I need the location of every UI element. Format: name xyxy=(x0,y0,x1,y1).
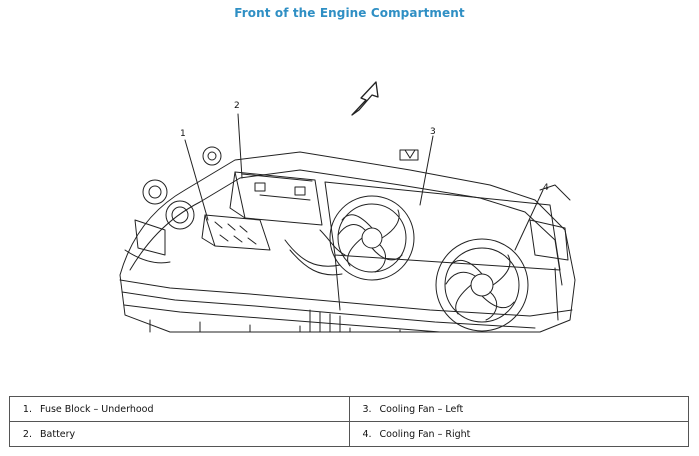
callout-4: 4 xyxy=(543,183,549,193)
legend-cell: 1. Fuse Block – Underhood xyxy=(9,396,350,422)
legend-cell: 3. Cooling Fan – Left xyxy=(348,396,690,422)
battery-shape xyxy=(234,171,323,226)
callout-1: 1 xyxy=(180,129,186,139)
legend-label: Cooling Fan – Right xyxy=(379,428,471,440)
cooling-fan-right-shape xyxy=(435,238,529,332)
page-title: Front of the Engine Compartment xyxy=(234,6,465,20)
legend-number: 3. xyxy=(362,403,372,415)
cooling-fan-left-shape xyxy=(329,195,415,281)
front-arrow-icon xyxy=(351,81,379,116)
legend-row: 2. Battery 4. Cooling Fan – Right xyxy=(9,421,690,447)
callout-2: 2 xyxy=(234,101,240,111)
fuse-block-shape xyxy=(204,214,271,251)
body-outline xyxy=(119,151,576,333)
legend-label: Battery xyxy=(40,428,76,440)
legend-cell: 2. Battery xyxy=(9,421,350,447)
legend-number: 4. xyxy=(362,428,372,440)
legend-number: 2. xyxy=(22,428,32,440)
callout-3: 3 xyxy=(430,127,436,137)
legend-label: Fuse Block – Underhood xyxy=(40,403,154,415)
legend-row: 1. Fuse Block – Underhood 3. Cooling Fan –… xyxy=(9,396,690,422)
legend-cell: 4. Cooling Fan – Right xyxy=(348,421,690,447)
legend-number: 1. xyxy=(22,403,32,415)
legend-label: Cooling Fan – Left xyxy=(379,403,464,415)
engine-compartment-illustration: 1 2 3 4 xyxy=(119,81,576,333)
legend-table: 1. Fuse Block – Underhood 3. Cooling Fan –… xyxy=(9,396,690,447)
